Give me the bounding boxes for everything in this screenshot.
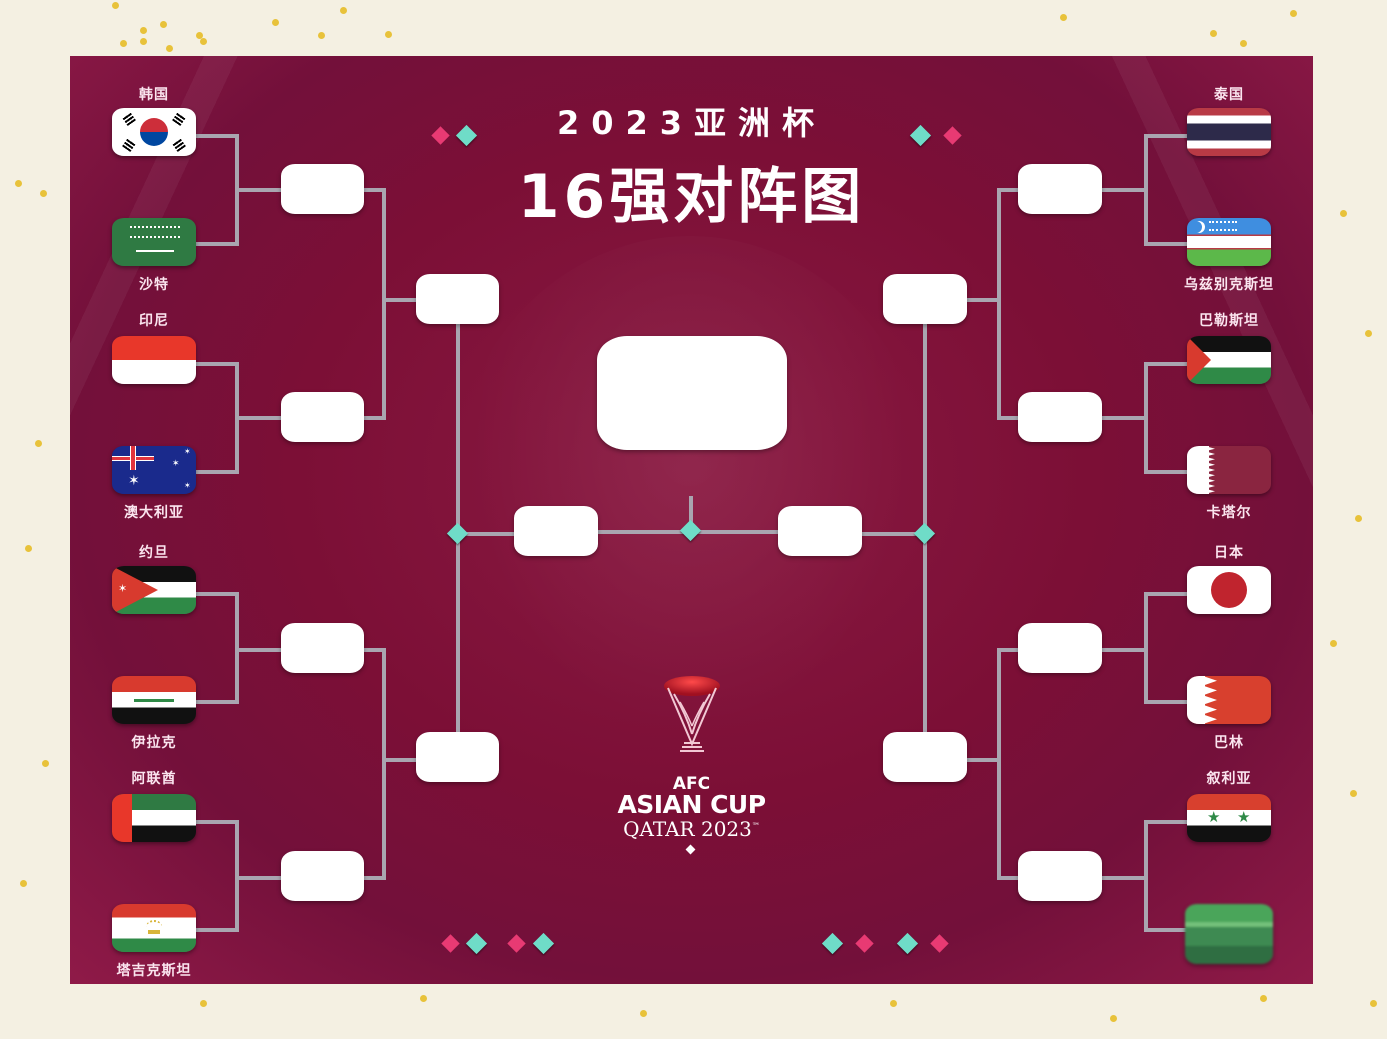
teal-diamond-icon xyxy=(821,932,844,955)
unknown-green-flag-icon xyxy=(1185,904,1273,964)
quarterfinal-slot-left-4[interactable] xyxy=(281,851,364,901)
syria-flag-icon: ★ ★ xyxy=(1187,794,1271,842)
quarterfinal-slot-left-3[interactable] xyxy=(281,623,364,673)
pink-diamond-icon xyxy=(930,934,949,953)
team-label: 泰国 xyxy=(1214,87,1244,103)
champion-slot[interactable] xyxy=(597,336,787,450)
quarterfinal-slot-right-3[interactable] xyxy=(1018,623,1102,673)
team-label: 日本 xyxy=(1214,545,1244,561)
semifinal-slot-left-1[interactable] xyxy=(416,274,499,324)
logo-diamond-icon xyxy=(685,844,696,855)
teal-diamond-icon xyxy=(532,932,555,955)
logo-asian-cup: ASIAN CUP xyxy=(617,790,766,819)
team-label: 韩国 xyxy=(139,87,169,103)
quarterfinal-slot-left-1[interactable] xyxy=(281,164,364,214)
pink-diamond-icon xyxy=(507,934,526,953)
uzbekistan-flag-icon xyxy=(1187,218,1271,266)
palestine-flag-icon xyxy=(1187,336,1271,384)
australia-flag-icon: ✶ ✶ ✶ ✶ xyxy=(112,446,196,494)
semifinal-slot-right-2[interactable] xyxy=(883,732,967,782)
south-korea-flag-icon xyxy=(112,108,196,156)
saudi-arabia-flag-icon xyxy=(112,218,196,266)
teal-diamond-icon xyxy=(896,932,919,955)
team-label: 沙特 xyxy=(139,277,169,293)
japan-flag-icon xyxy=(1187,566,1271,614)
bracket-board: 2023亚洲杯 16强对阵图 xyxy=(70,56,1313,984)
team-label: 阿联酋 xyxy=(131,771,177,787)
iraq-flag-icon xyxy=(112,676,196,724)
pink-diamond-icon xyxy=(855,934,874,953)
thailand-flag-icon xyxy=(1187,108,1271,156)
uae-flag-icon xyxy=(112,794,196,842)
indonesia-flag-icon xyxy=(112,336,196,384)
jordan-flag-icon: ✶ xyxy=(112,566,196,614)
team-label: 巴勒斯坦 xyxy=(1199,313,1259,329)
team-label: 巴林 xyxy=(1214,735,1244,751)
team-label: 塔吉克斯坦 xyxy=(116,963,192,979)
quarterfinal-slot-right-1[interactable] xyxy=(1018,164,1102,214)
team-label: 伊拉克 xyxy=(131,735,177,751)
teal-diamond-icon xyxy=(465,932,488,955)
team-label: 印尼 xyxy=(139,313,169,329)
team-label: 乌兹别克斯坦 xyxy=(1184,277,1274,293)
team-label: 叙利亚 xyxy=(1206,771,1252,787)
team-label: 卡塔尔 xyxy=(1206,505,1252,521)
semifinal-slot-right-1[interactable] xyxy=(883,274,967,324)
year-title: 2023亚洲杯 xyxy=(556,104,827,142)
tajikistan-flag-icon xyxy=(112,904,196,952)
final-slot-right[interactable] xyxy=(778,506,862,556)
qatar-flag-icon xyxy=(1187,446,1271,494)
quarterfinal-slot-right-2[interactable] xyxy=(1018,392,1102,442)
logo-qatar-2023: QATAR 2023™ xyxy=(623,817,760,841)
team-label: 澳大利亚 xyxy=(124,505,184,521)
logo-afc: AFC xyxy=(672,774,711,794)
quarterfinal-slot-right-4[interactable] xyxy=(1018,851,1102,901)
final-slot-left[interactable] xyxy=(514,506,598,556)
pink-diamond-icon xyxy=(441,934,460,953)
team-label: 约旦 xyxy=(139,545,169,561)
semifinal-slot-left-2[interactable] xyxy=(416,732,499,782)
page-title: 16强对阵图 xyxy=(517,162,866,232)
quarterfinal-slot-left-2[interactable] xyxy=(281,392,364,442)
bahrain-flag-icon xyxy=(1187,676,1271,724)
